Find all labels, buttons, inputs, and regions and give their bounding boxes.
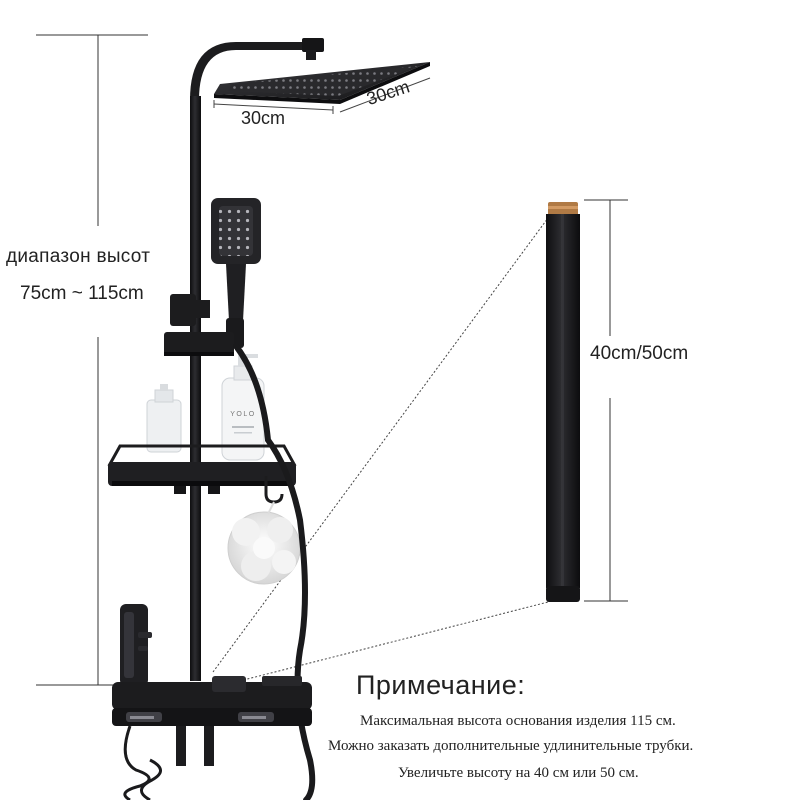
note-title: Примечание: — [356, 670, 526, 700]
bottle-small — [146, 384, 182, 453]
pipe-dimension-guide — [584, 199, 628, 602]
bottle-large: YOLO — [221, 354, 265, 461]
height-range-value: 75cm ~ 115cm — [20, 283, 144, 304]
shower-head-width-label: 30cm — [241, 108, 286, 128]
shower-arm — [190, 38, 324, 100]
extension-pipe — [546, 202, 580, 602]
shower-hose — [233, 343, 316, 800]
mixer-valve-console — [112, 676, 312, 766]
extension-leader-lines — [212, 217, 549, 685]
coiled-hose — [123, 725, 162, 800]
height-range-label: диапазон высот — [6, 246, 151, 267]
extension-pipe-length-label: 40cm/50cm — [590, 343, 689, 364]
note-line-extension-order: Можно заказать дополнительные удлинитель… — [328, 738, 694, 754]
note-line-max-height: Максимальная высота основания изделия 11… — [360, 713, 676, 729]
rain-shower-head — [214, 62, 430, 104]
bath-sponge — [227, 501, 301, 585]
height-dimension-guide — [36, 34, 210, 686]
head-dimension-lines — [213, 77, 431, 114]
upper-bracket — [164, 332, 234, 356]
handheld-shower — [170, 198, 261, 348]
riser-pole — [190, 96, 201, 681]
shelf-basket — [107, 444, 297, 494]
note-line-height-increase: Увеличьте высоту на 40 см или 50 см. — [398, 765, 639, 781]
bottle-brand-label: YOLO — [230, 411, 255, 418]
